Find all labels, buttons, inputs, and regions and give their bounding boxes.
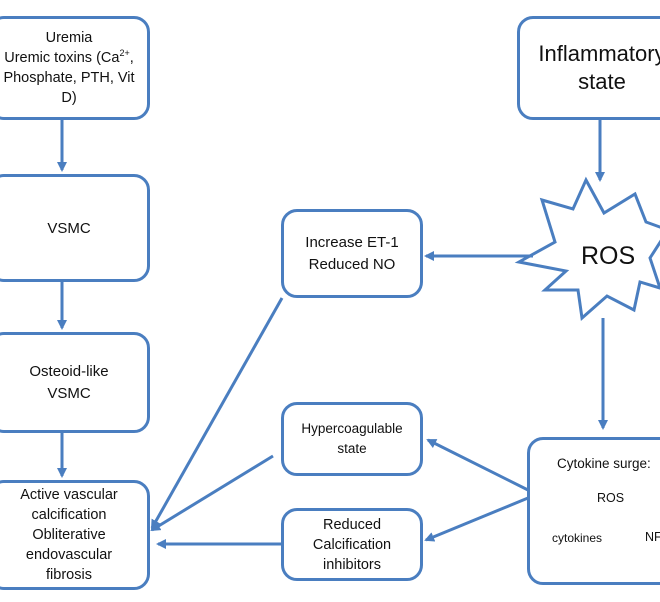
active-line5: fibrosis	[46, 567, 92, 583]
active-line3: Obliterative	[32, 527, 106, 543]
inflammatory-line1: Inflammatory	[538, 41, 660, 66]
reduced-line1: Reduced	[322, 516, 382, 533]
arrow-cytokine-hyper	[426, 438, 529, 492]
cycle-ros: ROS	[597, 491, 625, 505]
uremia-phosphate-line: Phosphate, PTH, Vit	[3, 70, 135, 86]
uremia-toxins-line: Uremic toxins (Ca2+,	[4, 48, 134, 68]
hyper-line1: Hypercoagulable	[301, 421, 403, 436]
arrow-hyper-active	[150, 454, 274, 532]
uremia-title: Uremia	[45, 30, 93, 46]
osteoid-line2: VSMC	[47, 384, 91, 402]
ros-starburst	[514, 176, 660, 321]
ros-label: ROS	[581, 242, 636, 270]
uremia-box: Uremia Uremic toxins (Ca2+, Phosphate, P…	[0, 16, 150, 120]
cycle-cytokines: cytokines	[552, 531, 603, 545]
inflammatory-state-box: Inflammatory state	[517, 16, 660, 120]
inflammatory-line2: state	[578, 69, 626, 94]
reduced-line2: Calcification	[312, 536, 392, 553]
cycle-nf: NF	[645, 530, 660, 544]
uremia-toxins-text: Uremic toxins (Ca	[4, 50, 120, 66]
uremia-comma: ,	[129, 50, 134, 66]
vsmc-label: VSMC	[47, 219, 91, 237]
active-line4: endovascular	[25, 547, 113, 563]
active-calcification-box: Active vascular calcification Obliterati…	[0, 480, 150, 590]
active-line2: calcification	[31, 507, 107, 523]
osteoid-vsmc-box: Osteoid-like VSMC	[0, 332, 150, 433]
arrow-cytokine-reduced	[424, 496, 529, 542]
et1-no-box: Increase ET-1 Reduced NO	[281, 209, 423, 298]
active-line1: Active vascular	[20, 487, 118, 503]
et1-line2: Reduced NO	[308, 255, 396, 273]
vsmc-box: VSMC	[0, 174, 150, 282]
calcium-charge: 2+	[119, 48, 130, 59]
cytokine-surge-box: Cytokine surge: ROS cytokines NF	[527, 437, 660, 585]
et1-line1: Increase ET-1	[305, 233, 399, 251]
arrow-et1-active	[150, 297, 284, 530]
uremia-vitd-line: D)	[61, 90, 77, 106]
hypercoagulable-box: Hypercoagulable state	[281, 402, 423, 476]
cytokine-title: Cytokine surge:	[557, 456, 651, 471]
hyper-line2: state	[337, 441, 367, 456]
reduced-line3: inhibitors	[322, 556, 382, 573]
reduced-inhibitors-box: Reduced Calcification inhibitors	[281, 508, 423, 581]
osteoid-line1: Osteoid-like	[29, 362, 109, 380]
